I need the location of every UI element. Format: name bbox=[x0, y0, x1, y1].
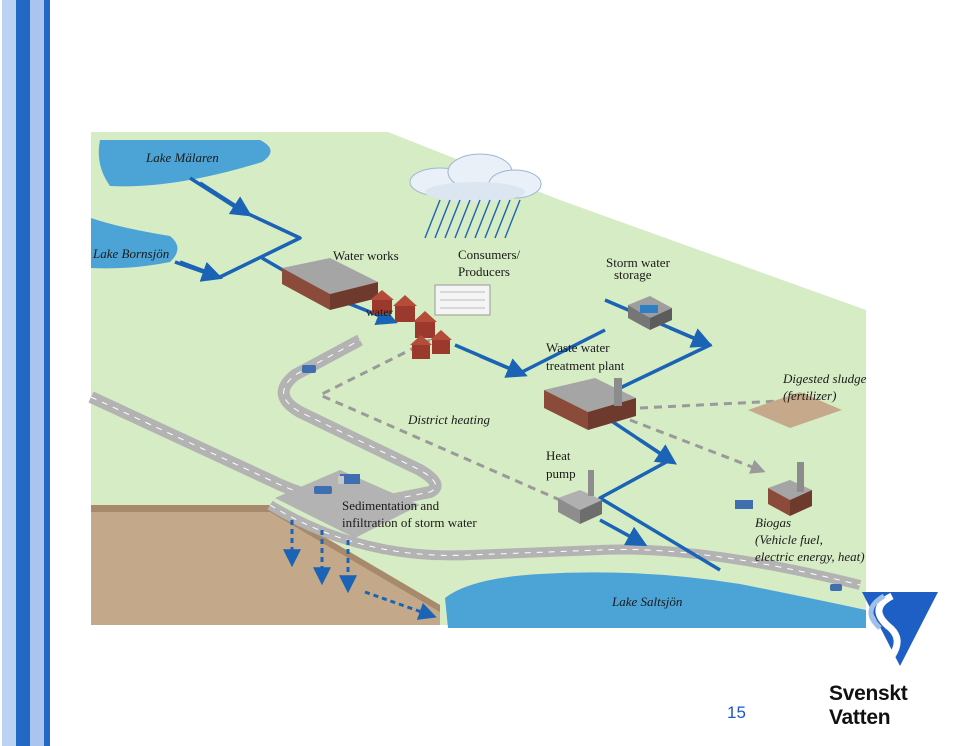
label-waste-water-line2: treatment plant bbox=[546, 358, 625, 373]
label-lake-malaren: Lake Mälaren bbox=[145, 150, 219, 165]
label-storm-water-line2: storage bbox=[614, 267, 652, 282]
svenskt-vatten-logo-icon bbox=[862, 590, 940, 668]
label-heat-pump-line2: pump bbox=[546, 466, 576, 481]
label-biogas-line2: (Vehicle fuel, bbox=[755, 532, 823, 547]
label-lake-saltsjon: Lake Saltsjön bbox=[611, 594, 682, 609]
label-sedimentation-line1: Sedimentation and bbox=[342, 498, 440, 513]
truck-icon bbox=[338, 474, 360, 484]
label-heat-pump-line1: Heat bbox=[546, 448, 571, 463]
label-water: water bbox=[366, 305, 393, 319]
truck-icon-2 bbox=[735, 500, 753, 509]
car-icon-3 bbox=[830, 584, 842, 591]
label-digested-line1: Digested sludge bbox=[782, 371, 867, 386]
label-digested-line2: (fertilizer) bbox=[783, 388, 836, 403]
brand-name: Svenskt Vatten bbox=[829, 682, 960, 730]
page-number: 15 bbox=[727, 703, 746, 723]
label-biogas-line3: electric energy, heat) bbox=[755, 549, 865, 564]
label-waste-water-line1: Waste water bbox=[546, 340, 610, 355]
car-icon bbox=[302, 365, 316, 373]
car-icon-2 bbox=[314, 486, 332, 494]
label-consumers-line2: Producers bbox=[458, 264, 510, 279]
label-water-works: Water works bbox=[333, 248, 399, 263]
label-district-heating: District heating bbox=[407, 412, 490, 427]
label-consumers-line1: Consumers/ bbox=[458, 247, 521, 262]
label-biogas-line1: Biogas bbox=[755, 515, 791, 530]
label-sedimentation-line2: infiltration of storm water bbox=[342, 515, 477, 530]
label-lake-bornsjon: Lake Bornsjön bbox=[92, 246, 169, 261]
